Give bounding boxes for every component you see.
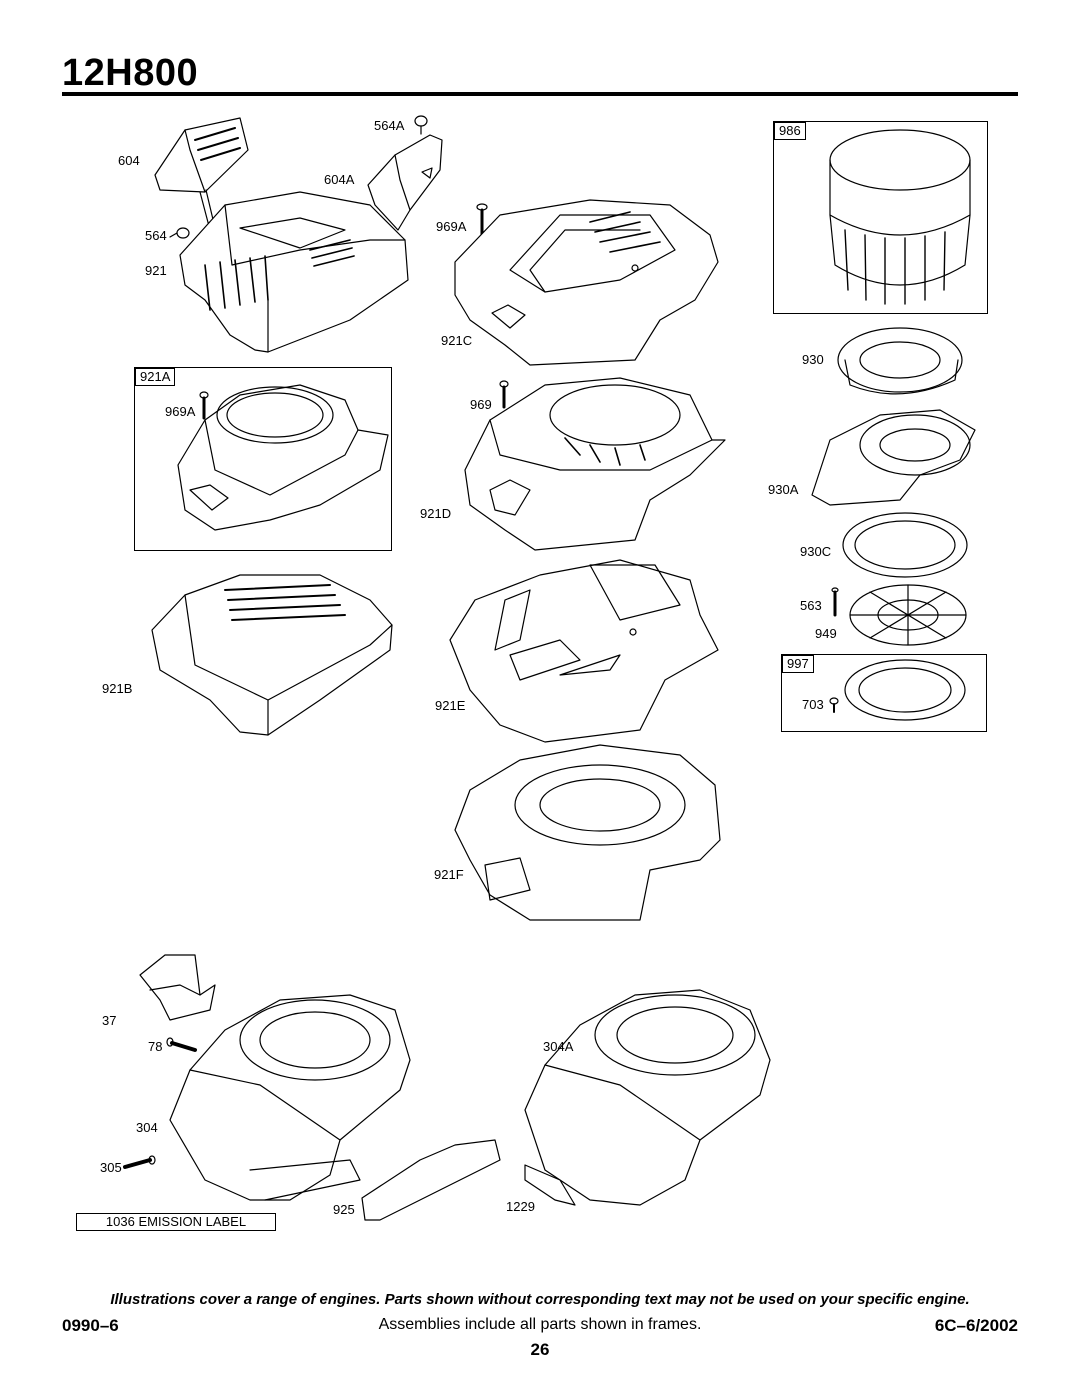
label-921F: 921F bbox=[434, 867, 464, 882]
part-997-illustration bbox=[844, 659, 966, 721]
part-563-screw bbox=[831, 587, 839, 617]
label-563: 563 bbox=[800, 598, 822, 613]
part-986-illustration bbox=[829, 129, 971, 305]
page-title: 12H800 bbox=[62, 52, 199, 94]
part-930A-illustration bbox=[811, 409, 976, 506]
part-921D-illustration bbox=[464, 377, 726, 551]
label-564A: 564A bbox=[374, 118, 405, 133]
page-number: 26 bbox=[530, 1340, 550, 1359]
label-604: 604 bbox=[118, 153, 140, 168]
frame-tag-921A: 921A bbox=[135, 368, 176, 386]
label-304: 304 bbox=[136, 1120, 158, 1135]
part-949-illustration bbox=[849, 584, 967, 646]
label-305: 305 bbox=[100, 1160, 122, 1175]
part-969A-frame-screw bbox=[199, 391, 209, 420]
part-921C-illustration bbox=[454, 199, 719, 366]
part-925-illustration bbox=[361, 1139, 501, 1221]
footer-note-center: Assemblies include all parts shown in fr… bbox=[378, 1316, 702, 1333]
frame-921A bbox=[134, 367, 392, 551]
part-921A-illustration bbox=[177, 384, 389, 531]
part-930-illustration bbox=[837, 327, 963, 395]
label-930A: 930A bbox=[768, 482, 799, 497]
label-969: 969 bbox=[470, 397, 492, 412]
label-969A-frame: 969A bbox=[165, 404, 196, 419]
part-703-screw bbox=[829, 697, 839, 713]
part-304-illustration bbox=[169, 994, 411, 1201]
part-305-bolt bbox=[123, 1155, 156, 1169]
label-930C: 930C bbox=[800, 544, 832, 559]
label-604A: 604A bbox=[324, 172, 355, 187]
part-604-illustration bbox=[154, 117, 249, 231]
part-564A-bolt bbox=[414, 115, 428, 135]
label-1229: 1229 bbox=[506, 1199, 535, 1214]
label-925: 925 bbox=[333, 1202, 355, 1217]
footer-code-right: 6C–6/2002 bbox=[934, 1316, 1018, 1335]
part-921-illustration bbox=[179, 191, 409, 353]
label-921E: 921E bbox=[435, 698, 466, 713]
part-930C-illustration bbox=[842, 512, 968, 578]
part-921F-illustration bbox=[454, 744, 721, 921]
part-304A-illustration bbox=[524, 989, 771, 1206]
label-921C: 921C bbox=[441, 333, 473, 348]
part-969-screw bbox=[499, 380, 509, 409]
label-949: 949 bbox=[815, 626, 837, 641]
part-37-illustration bbox=[139, 954, 216, 1021]
part-1229-illustration bbox=[524, 1164, 576, 1206]
frame-tag-997: 997 bbox=[782, 655, 814, 673]
label-703: 703 bbox=[802, 697, 824, 712]
label-78: 78 bbox=[148, 1039, 163, 1054]
footer-code-left: 0990–6 bbox=[62, 1316, 119, 1335]
frame-tag-986: 986 bbox=[774, 122, 806, 140]
label-564: 564 bbox=[145, 228, 167, 243]
part-604A-illustration bbox=[367, 134, 443, 231]
label-921D: 921D bbox=[420, 506, 452, 521]
part-921B-illustration bbox=[151, 574, 393, 736]
part-564-bolt bbox=[169, 227, 190, 239]
label-930: 930 bbox=[802, 352, 824, 367]
frame-997 bbox=[781, 654, 987, 732]
frame-986 bbox=[773, 121, 988, 314]
title-rule bbox=[62, 92, 1018, 96]
label-304A: 304A bbox=[543, 1039, 574, 1054]
label-921B: 921B bbox=[102, 681, 133, 696]
part-921E-illustration bbox=[449, 559, 719, 743]
label-37: 37 bbox=[102, 1013, 117, 1028]
part-78-bolt bbox=[166, 1037, 197, 1052]
emission-label-box: 1036 EMISSION LABEL bbox=[76, 1213, 276, 1231]
disclaimer-text: Illustrations cover a range of engines. … bbox=[110, 1291, 970, 1308]
label-921: 921 bbox=[145, 263, 167, 278]
label-969A-top: 969A bbox=[436, 219, 467, 234]
